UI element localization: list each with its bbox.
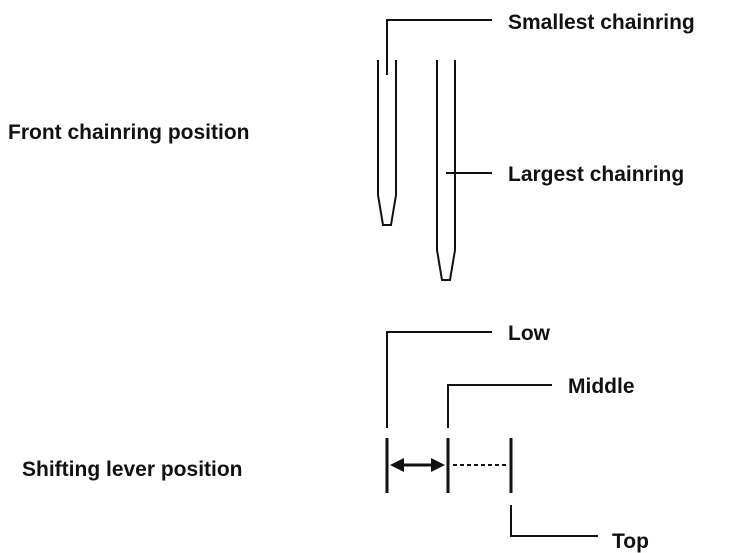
smallest-chainring-callout-line xyxy=(386,19,492,75)
front-chainring-position-title: Front chainring position xyxy=(8,121,249,144)
top-label: Top xyxy=(612,530,649,553)
largest-chainring-pointer xyxy=(436,60,456,281)
shifting-lever-position-title: Shifting lever position xyxy=(22,458,243,481)
low-callout-line xyxy=(386,331,492,428)
smallest-chainring-pointer xyxy=(377,60,397,226)
middle-label: Middle xyxy=(568,375,635,398)
smallest-chainring-label: Smallest chainring xyxy=(508,11,695,34)
top-callout-line xyxy=(510,505,598,537)
largest-chainring-label: Largest chainring xyxy=(508,163,684,186)
middle-callout-line xyxy=(447,384,552,428)
low-middle-double-arrow xyxy=(390,458,445,472)
low-label: Low xyxy=(508,322,551,345)
